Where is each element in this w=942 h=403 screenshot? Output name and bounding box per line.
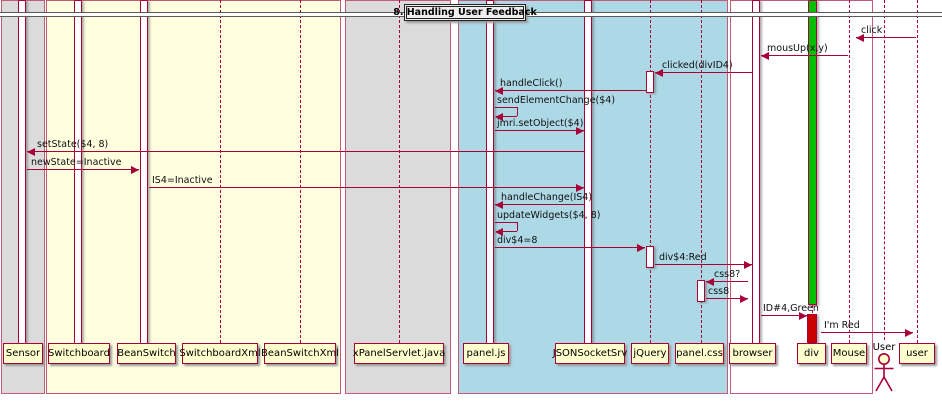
message-click-line (856, 37, 916, 38)
participant-switchboardxml: SwitchboardXml (179, 343, 261, 364)
activation-switchboard (74, 0, 82, 345)
message-clicked-divid4-line (655, 72, 752, 73)
message-updatewidgets-4-8-label: updateWidgets($4, 8) (497, 210, 601, 221)
lifeline-beanswitchxml (300, 0, 301, 343)
message-sendelementchange-4-line-turn (517, 107, 518, 116)
message-div-4-red-label: div$4:Red (659, 252, 707, 263)
message-handleclick-label: handleClick() (500, 78, 563, 89)
message-mousup-x-y-label: mousUp(x,y) (767, 43, 828, 54)
message-mousup-x-y-arrowhead (761, 51, 769, 60)
message-css8-line (706, 281, 748, 282)
participant-switchboard: Switchboard (48, 343, 110, 364)
message-is4-inactive-line (149, 187, 584, 188)
message-handleclick-line (495, 90, 646, 91)
message-i-m-red-label: I'm Red (824, 320, 860, 331)
activation-jsonsocketsrv (584, 0, 592, 345)
activation-browser (752, 0, 760, 345)
actor-user-label: User (872, 342, 896, 353)
message-i-m-red-line (821, 332, 913, 333)
divider-title: 8. Handling User Feedback (393, 4, 537, 21)
message-updatewidgets-4-8-arrowhead (495, 227, 503, 236)
message-handlechange-is4-line (495, 204, 584, 205)
participant-panel-js: panel.js (463, 343, 509, 364)
message-div-4-8-line (495, 247, 645, 248)
activation-sensor (18, 0, 26, 345)
activation-jquery (646, 246, 654, 268)
message-setstate-4-8-arrowhead (27, 147, 35, 156)
lifeline-switchboardxml (220, 0, 221, 343)
message-is4-inactive-label: IS4=Inactive (152, 175, 213, 186)
participant-sensor: Sensor (3, 343, 43, 364)
message-jmri-setobject-4-label: jmri.setObject($4) (497, 118, 584, 129)
lifeline-user (917, 0, 918, 343)
message-clicked-divid4-label: clicked(divID4) (662, 60, 733, 71)
message-css8-arrowhead (740, 294, 748, 303)
message-id-4-green-label: ID#4,Green (763, 303, 819, 314)
message-handleclick-arrowhead (495, 86, 503, 95)
message-div-4-8-arrowhead (637, 243, 645, 252)
message-updatewidgets-4-8-line-out (495, 222, 517, 223)
activation-panel-js (486, 0, 494, 345)
activation-div (807, 314, 817, 343)
message-newstate-inactive-label: newState=Inactive (31, 157, 122, 168)
message-setstate-4-8-label: setState($4, 8) (37, 139, 109, 150)
box-switchboard-beans (46, 0, 341, 394)
message-setstate-4-8-line (27, 151, 584, 152)
lifeline-jquery (650, 0, 651, 343)
message-handlechange-is4-arrowhead (495, 200, 503, 209)
message-is4-inactive-arrowhead (576, 183, 584, 192)
message-newstate-inactive-arrowhead (131, 165, 139, 174)
participant-xpanelservlet-java: xPanelServlet.java (353, 343, 445, 364)
activation-jquery (646, 71, 654, 93)
message-sendelementchange-4-line-out (495, 107, 517, 108)
message-jmri-setobject-4-line (495, 130, 584, 131)
participant-jsonsocketsrv: JSONSocketSrv (553, 343, 627, 364)
message-click-arrowhead (856, 33, 864, 42)
message-mousup-x-y-line (761, 55, 848, 56)
message-div-4-8-label: div$4=8 (497, 235, 538, 246)
message-newstate-inactive-line (27, 169, 139, 170)
participant-jquery: jQuery (631, 343, 669, 364)
message-click-label: click (861, 25, 883, 36)
participant-div: div (797, 343, 826, 364)
message-id-4-green-line (761, 315, 807, 316)
message-css8-label: css8? (714, 269, 741, 280)
message-jmri-setobject-4-arrowhead (576, 126, 584, 135)
participant-user: user (899, 343, 935, 364)
message-id-4-green-arrowhead (799, 311, 807, 320)
activation-beanswitch (140, 0, 148, 345)
box-web-scripts (458, 0, 728, 394)
message-handlechange-is4-label: handleChange(IS4) (501, 192, 593, 203)
message-css8-arrowhead (706, 277, 714, 286)
message-sendelementchange-4-label: sendElementChange($4) (497, 95, 616, 106)
message-updatewidgets-4-8-line-turn (517, 222, 518, 231)
lifeline-panel-css (701, 0, 702, 343)
participant-mouse: Mouse (831, 343, 867, 364)
participant-beanswitchxml: BeanSwitchXml (261, 343, 339, 364)
message-sendelementchange-4-line-back (496, 116, 517, 117)
lifeline-mouse (849, 0, 850, 343)
participant-beanswitch: BeanSwitch (117, 343, 176, 364)
message-clicked-divid4-arrowhead (655, 68, 663, 77)
message-i-m-red-arrowhead (905, 328, 913, 337)
lifeline-user (884, 0, 885, 340)
message-css8-label: css8 (708, 286, 730, 297)
participant-panel-css: panel.css (675, 343, 724, 364)
message-updatewidgets-4-8-line-back (496, 231, 517, 232)
user-actor-icon (874, 353, 894, 392)
activation-div (807, 0, 817, 305)
message-sendelementchange-4-arrowhead (495, 112, 503, 121)
message-div-4-red-line (655, 264, 752, 265)
message-css8-line (706, 298, 748, 299)
lifeline-xpanelservlet-java (399, 0, 400, 343)
box-servlet (345, 0, 451, 394)
message-div-4-red-arrowhead (744, 260, 752, 269)
participant-browser: browser (729, 343, 776, 364)
activation-panel-css (697, 280, 705, 302)
